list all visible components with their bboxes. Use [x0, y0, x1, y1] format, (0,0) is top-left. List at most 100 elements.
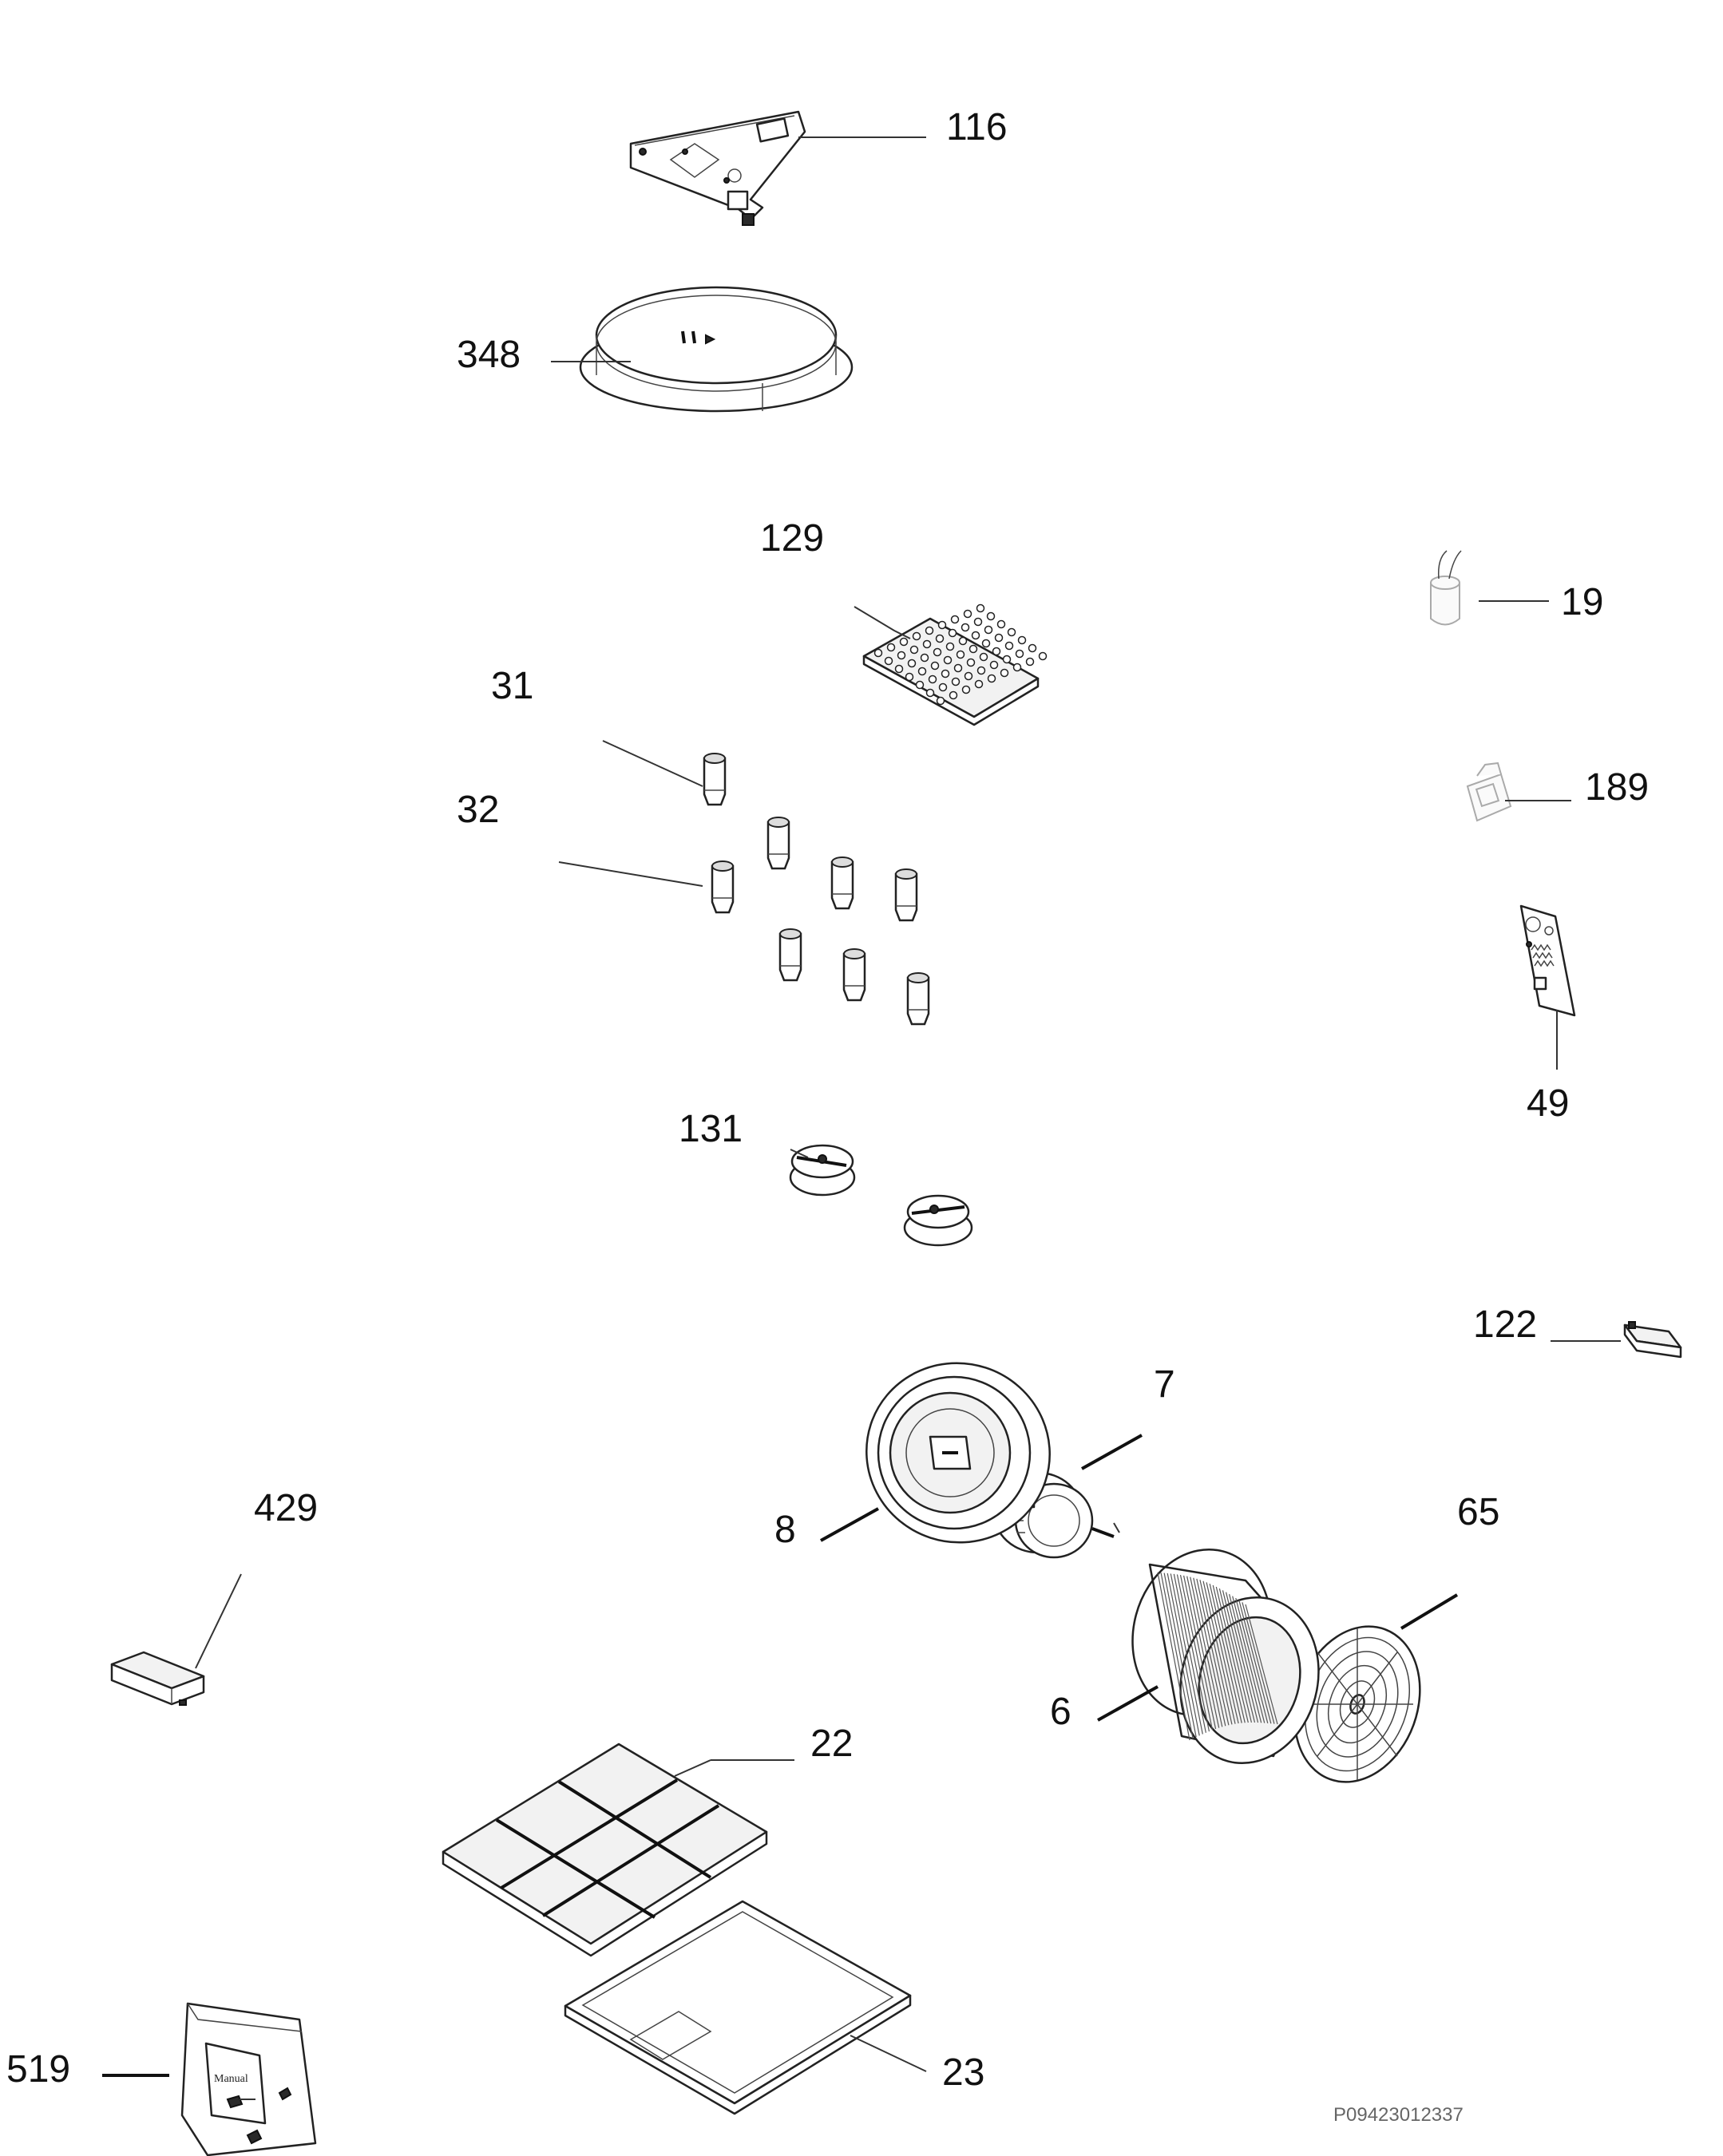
led-dot	[935, 634, 945, 643]
callout-49: 49	[1527, 1082, 1569, 1125]
led-dot	[886, 643, 896, 652]
led-dot	[1000, 668, 1009, 678]
led-dot	[943, 655, 953, 665]
blower-fin	[1206, 1582, 1239, 1724]
led-dot	[996, 619, 1006, 629]
callout-19: 19	[1561, 581, 1603, 623]
switch-part	[1623, 1321, 1682, 1359]
led-dot	[949, 690, 958, 700]
blower-fins	[1157, 1572, 1278, 1741]
led-dot	[915, 680, 925, 690]
blower-fin	[1229, 1593, 1262, 1723]
blower-fin	[1202, 1580, 1236, 1724]
led-dot	[925, 626, 934, 635]
spacer	[830, 856, 854, 910]
spacer	[894, 868, 918, 922]
led-dot	[984, 625, 993, 635]
leader-line-7	[1081, 1434, 1143, 1470]
led-dot	[1012, 663, 1022, 672]
blower-fin	[1215, 1586, 1249, 1723]
led-dot	[930, 661, 940, 671]
led-dot	[976, 666, 986, 675]
spacer	[778, 928, 802, 982]
spacer	[842, 948, 866, 1002]
led-dot-grid	[873, 603, 1048, 706]
accessory-bag-part: Manual	[180, 2002, 317, 2156]
led-dot	[958, 636, 968, 646]
led-dot	[928, 674, 937, 684]
blower-fin	[1225, 1592, 1259, 1723]
led-dot	[973, 617, 983, 627]
led-dot	[992, 647, 1001, 656]
led-dot	[968, 644, 978, 654]
blower-fin	[1170, 1573, 1203, 1735]
callout-7: 7	[1154, 1363, 1175, 1406]
led-dot	[925, 688, 935, 698]
led-dot	[1017, 635, 1027, 645]
led-dot	[917, 667, 927, 676]
blower-fin	[1222, 1590, 1256, 1723]
callout-348: 348	[457, 334, 521, 376]
blower-fin	[1212, 1584, 1246, 1723]
leader-line-31	[602, 740, 703, 787]
blower-fin	[1166, 1572, 1200, 1736]
blower-fin	[1173, 1573, 1206, 1733]
callout-31: 31	[491, 665, 533, 707]
grease-filter-part	[442, 1743, 768, 1957]
led-dot	[873, 648, 883, 658]
leader-line-65	[1400, 1593, 1459, 1630]
led-dot	[897, 651, 906, 660]
filter-frame-part	[564, 1900, 912, 2115]
collar-ring-part	[579, 286, 854, 413]
led-dot	[920, 653, 929, 663]
blower-fin	[1218, 1588, 1252, 1723]
led-dot	[1015, 649, 1024, 659]
callout-23: 23	[942, 2051, 984, 2094]
manual-label: Manual	[214, 2073, 248, 2085]
led-dot	[987, 674, 996, 683]
blower-fin	[1199, 1580, 1233, 1725]
led-dot	[905, 672, 914, 682]
led-dot	[951, 677, 961, 686]
led-dot	[948, 628, 957, 638]
led-dot	[974, 679, 984, 689]
control-knob-part	[789, 1144, 856, 1197]
spacer-group	[703, 753, 930, 1026]
callout-519: 519	[6, 2048, 70, 2091]
diagram-code: P09423012337	[1333, 2104, 1464, 2126]
spacer	[906, 972, 930, 1026]
led-dot	[1038, 651, 1048, 661]
blower-fin	[1160, 1572, 1194, 1739]
led-dot	[938, 682, 948, 692]
callout-189: 189	[1585, 766, 1649, 809]
blower-fin	[1186, 1576, 1220, 1728]
leader-line-32	[558, 861, 703, 887]
blower-fin	[1183, 1575, 1217, 1730]
led-dot	[884, 656, 893, 666]
leader-line-22	[674, 1759, 711, 1777]
led-dot	[971, 631, 980, 640]
led-dot	[976, 603, 985, 613]
transformer-part	[1466, 762, 1512, 822]
motor-plate-part	[865, 1362, 1051, 1544]
led-dot	[963, 609, 972, 619]
led-dot	[994, 633, 1004, 643]
blower-fin	[1163, 1572, 1197, 1738]
led-dot	[1025, 657, 1035, 667]
led-dot	[953, 663, 963, 673]
driver-box-part	[110, 1651, 205, 1706]
blower-fin	[1209, 1583, 1242, 1723]
led-dot	[956, 650, 965, 659]
blower-fin	[1179, 1574, 1214, 1731]
led-dot	[907, 659, 917, 668]
led-dot	[1002, 655, 1012, 664]
callout-22: 22	[810, 1723, 853, 1765]
led-dot	[950, 615, 960, 624]
capacitor-part	[1430, 550, 1462, 626]
led-dot	[941, 669, 950, 678]
callout-429: 429	[254, 1487, 318, 1529]
led-dot	[961, 623, 970, 632]
led-dot	[937, 620, 947, 630]
control-knob-part-2	[903, 1194, 973, 1247]
